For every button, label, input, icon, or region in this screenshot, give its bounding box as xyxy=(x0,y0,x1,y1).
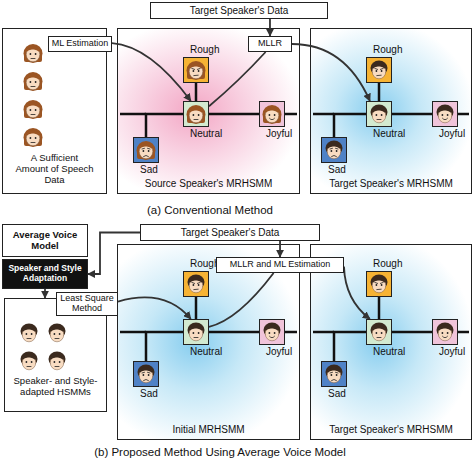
face-icon xyxy=(367,272,391,296)
average-voice-box: Average Voice Model xyxy=(2,224,88,257)
speaker-icon xyxy=(21,97,45,121)
face-icon xyxy=(45,349,69,373)
box-label: Target Speaker's MRHSMM xyxy=(311,424,471,435)
box-label: Speaker and Style Adaptation xyxy=(3,264,87,284)
method-tag: MLLR xyxy=(248,36,292,52)
style-face: Rough xyxy=(183,271,209,297)
style-face: Rough xyxy=(366,271,392,297)
box-label: Target Speaker's MRHSMM xyxy=(311,178,471,189)
speech-data-box: A Sufficient Amount of Speech Data xyxy=(2,28,107,194)
box-label: MLLR xyxy=(258,39,282,49)
style-face: Sad xyxy=(321,137,347,163)
box-label: Least Square Method xyxy=(59,294,115,314)
face-icon xyxy=(433,102,457,126)
style-face: Neutral xyxy=(366,319,392,345)
style-face: Sad xyxy=(133,361,159,387)
face-icon xyxy=(134,362,158,386)
model-box: Target Speaker's MRHSMM RoughNeutral Joyfu… xyxy=(310,244,472,440)
box-label: Target Speaker's Data xyxy=(181,227,280,238)
style-face: Rough xyxy=(366,57,392,83)
adaptation-box: Speaker and Style Adaptation xyxy=(2,259,88,289)
method-tag: Least Square Method xyxy=(56,292,118,316)
face-icon xyxy=(184,102,208,126)
box-label: Average Voice Model xyxy=(3,230,87,252)
face-icon xyxy=(21,97,45,121)
method-tag: ML Estimation xyxy=(48,36,112,52)
box-label: A Sufficient Amount of Speech Data xyxy=(15,153,95,186)
style-face: Neutral xyxy=(183,319,209,345)
box-label: Target Speaker's Data xyxy=(190,5,289,16)
face-icon xyxy=(260,102,284,126)
style-face: Joyful xyxy=(432,319,458,345)
speaker-icon xyxy=(21,69,45,93)
style-face: Rough xyxy=(183,57,209,83)
box-label: Initial MRHSMM xyxy=(118,424,299,435)
style-face: Neutral xyxy=(366,101,392,127)
face-icon xyxy=(433,320,457,344)
style-face: Joyful xyxy=(432,101,458,127)
data-box: Target Speaker's Data xyxy=(150,2,328,19)
face-icon xyxy=(184,320,208,344)
face-icon xyxy=(134,138,158,162)
face-icon xyxy=(17,349,41,373)
model-box: Initial MRHSMM RoughNeutral JoyfulSad xyxy=(117,244,300,440)
speaker-icon xyxy=(21,41,45,65)
style-label: Rough xyxy=(373,258,385,292)
data-box: Target Speaker's Data xyxy=(140,224,320,241)
face-icon xyxy=(322,138,346,162)
face-icon xyxy=(367,102,391,126)
style-face: Joyful xyxy=(259,101,285,127)
style-face: Neutral xyxy=(183,101,209,127)
face-icon xyxy=(21,125,45,149)
face-icon xyxy=(45,321,69,345)
speaker-icon xyxy=(45,349,69,373)
box-label: MLLR and ML Estimation xyxy=(230,260,331,270)
speaker-icon xyxy=(17,321,41,345)
process-arrow xyxy=(44,289,46,298)
style-label: Rough xyxy=(373,44,385,78)
model-box: Target Speaker's MRHSMM RoughNeutral Joyfu… xyxy=(310,28,472,194)
speaker-icon xyxy=(17,349,41,373)
face-icon xyxy=(184,58,208,82)
style-label: Rough xyxy=(190,258,202,292)
face-icon xyxy=(21,69,45,93)
caption: (b) Proposed Method Using Average Voice … xyxy=(40,446,400,458)
style-face: Sad xyxy=(133,137,159,163)
style-face: Sad xyxy=(321,361,347,387)
face-icon xyxy=(367,58,391,82)
speaker-icon xyxy=(45,321,69,345)
face-icon xyxy=(322,362,346,386)
box-label: Speaker- and Style-adapted HSMMs xyxy=(14,376,98,398)
speaker-icon xyxy=(21,125,45,149)
box-label: ML Estimation xyxy=(52,39,109,49)
caption: (a) Conventional Method xyxy=(100,204,320,216)
method-tag: MLLR and ML Estimation xyxy=(216,257,344,273)
face-icon xyxy=(17,321,41,345)
model-box: Source Speaker's MRHSMM RoughNeutral Joyfu… xyxy=(117,28,300,194)
face-icon xyxy=(367,320,391,344)
box-label: Source Speaker's MRHSMM xyxy=(118,178,299,189)
face-icon xyxy=(260,320,284,344)
face-icon xyxy=(184,272,208,296)
style-face: Joyful xyxy=(259,319,285,345)
style-label: Rough xyxy=(190,44,202,78)
face-icon xyxy=(21,41,45,65)
